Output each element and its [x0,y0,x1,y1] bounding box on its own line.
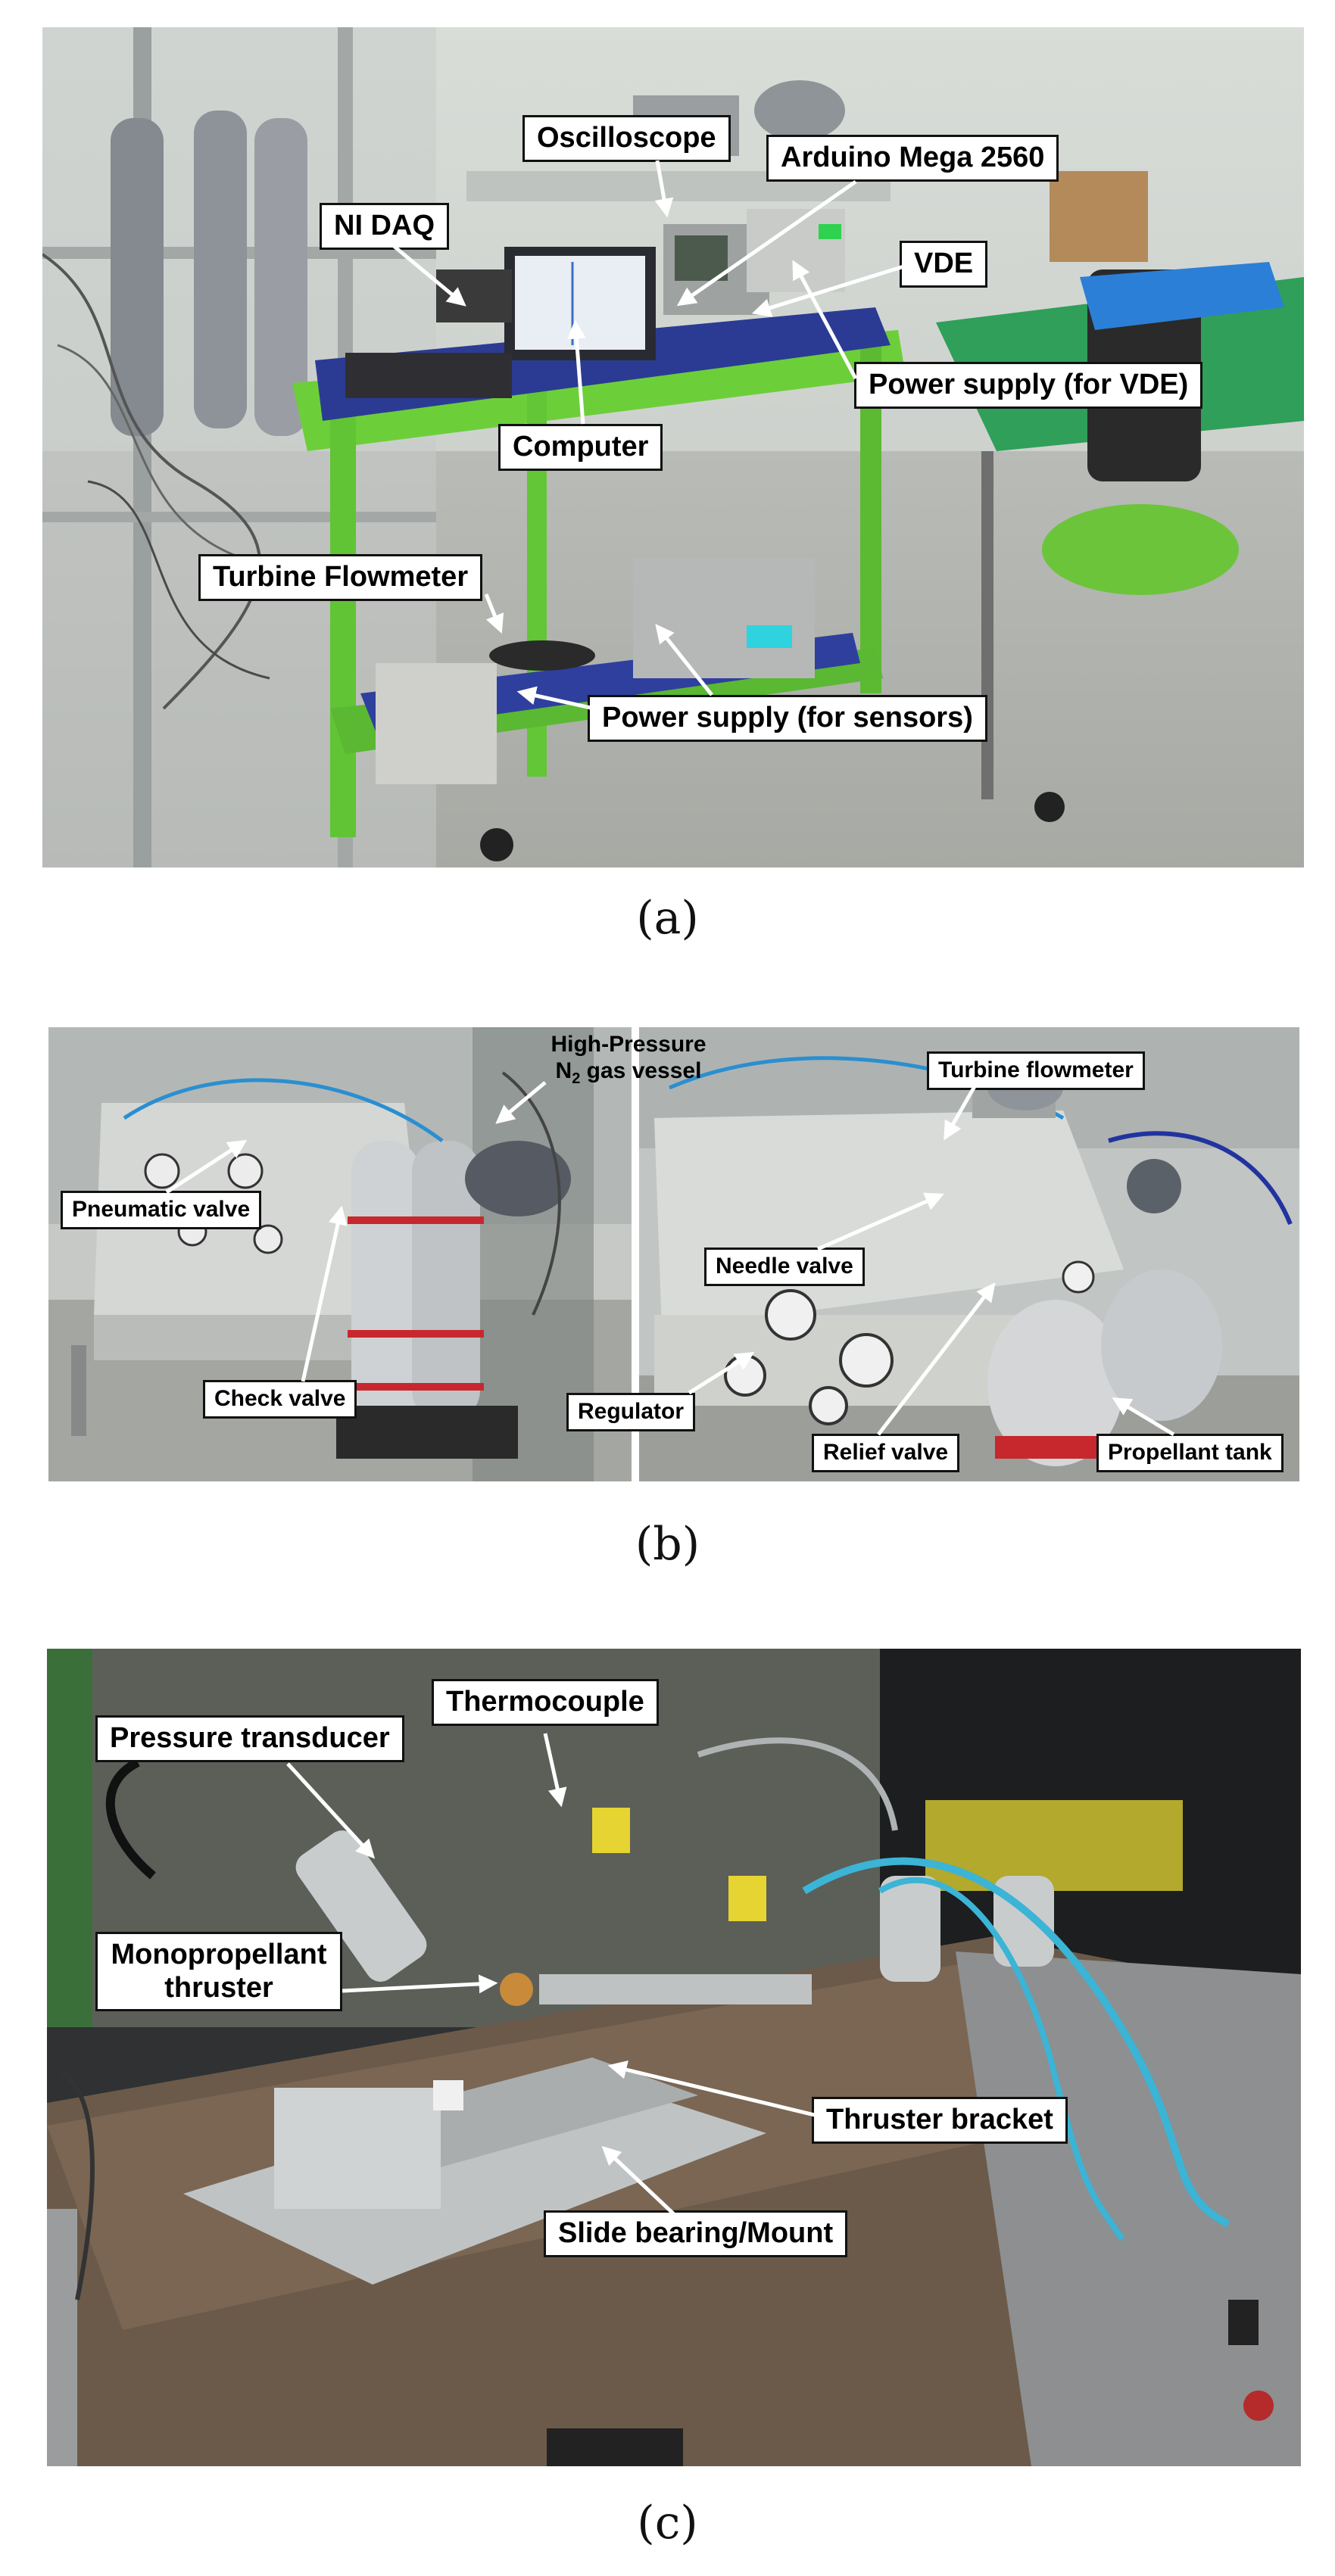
label-thermocouple: Thermocouple [432,1679,659,1726]
label-monopropellant: Monopropellant [111,1939,327,1970]
label-n2-subscript: 2 [572,1070,581,1087]
label-needle-valve: Needle valve [704,1248,865,1286]
label-n2-symbol: N [555,1057,572,1083]
label-check-valve: Check valve [203,1380,357,1419]
label-relief-valve: Relief valve [812,1434,960,1472]
label-turbine-flowmeter-b: Turbine flowmeter [927,1051,1145,1090]
photo-panel-c [47,1649,1301,2466]
label-slide-bearing-mount: Slide bearing/Mount [544,2210,848,2257]
label-high-pressure-line1: High-Pressure [551,1032,706,1057]
label-thruster: thruster [164,1971,273,2004]
label-arduino-mega: Arduino Mega 2560 [766,135,1059,182]
label-power-supply-sensors: Power supply (for sensors) [588,695,987,742]
caption-c: (c) [637,2497,698,2550]
label-thruster-bracket: Thruster bracket [812,2097,1068,2144]
label-pressure-transducer: Pressure transducer [95,1715,404,1762]
label-regulator: Regulator [566,1393,696,1431]
caption-a: (a) [636,892,699,945]
label-computer: Computer [498,424,663,471]
label-propellant-tank: Propellant tank [1096,1434,1284,1472]
label-vde: VDE [900,241,988,288]
label-turbine-flowmeter-a: Turbine Flowmeter [198,554,483,601]
label-monopropellant-thruster: Monopropellant thruster [95,1932,342,2012]
label-power-supply-vde: Power supply (for VDE) [854,362,1203,409]
label-ni-daq: NI DAQ [320,203,449,250]
label-oscilloscope: Oscilloscope [522,115,731,162]
photo-c-scene [47,1649,1301,2466]
caption-b: (b) [635,1518,700,1571]
label-high-pressure-vessel: High-Pressure N2 gas vessel [530,1028,727,1092]
label-pneumatic-valve: Pneumatic valve [61,1191,262,1229]
label-gas-vessel: gas vessel [580,1057,702,1083]
